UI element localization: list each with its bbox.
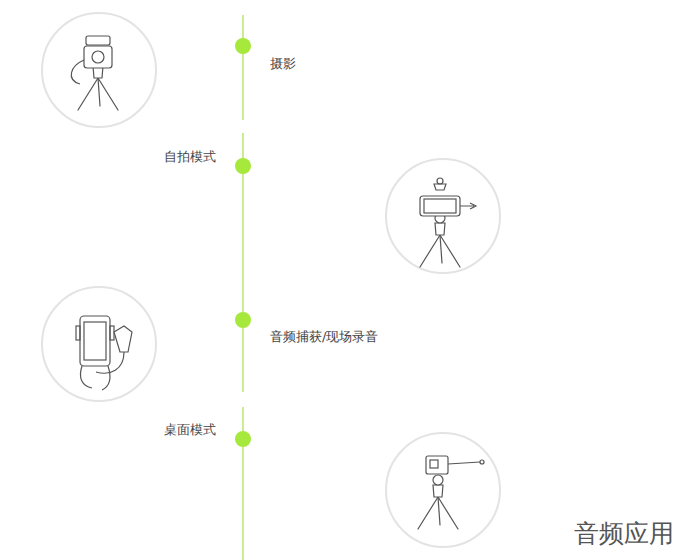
- section-heading: 音频应用: [574, 519, 674, 549]
- illustration-circle: [42, 13, 500, 547]
- milestone-label: 自拍模式: [164, 149, 216, 165]
- milestone-label: 音频捕获/现场录音: [270, 329, 378, 345]
- timeline-dot: [235, 38, 251, 447]
- desktop-illustration: [418, 456, 484, 529]
- selfie-illustration: [420, 178, 476, 267]
- milestone-label: 摄影: [270, 56, 296, 72]
- timeline-line: [242, 15, 244, 560]
- audio-capture-illustration: [76, 316, 132, 390]
- milestone-label: 桌面模式: [164, 422, 216, 438]
- photography-illustration: [71, 36, 118, 110]
